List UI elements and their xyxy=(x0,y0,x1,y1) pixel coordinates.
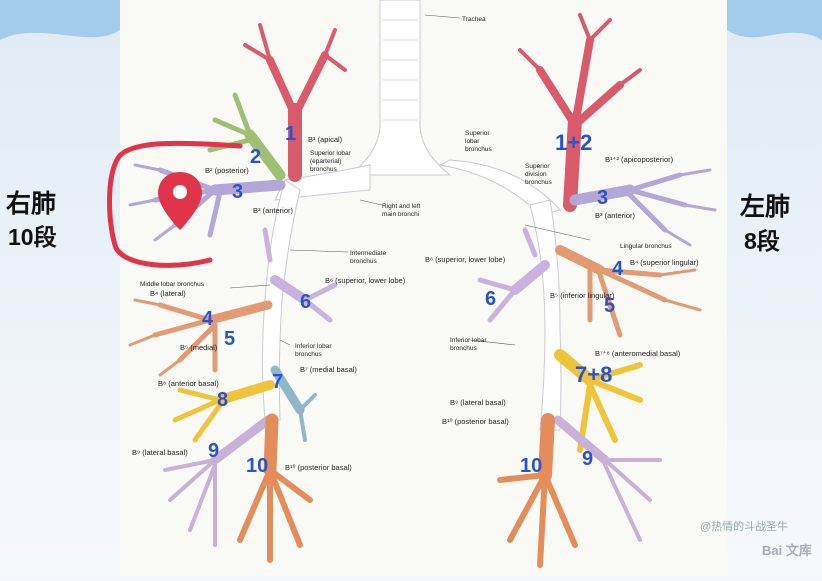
map-pin-icon xyxy=(158,172,202,230)
left-seg-number-4: 4 xyxy=(612,258,624,280)
left-anterior-branch xyxy=(569,168,717,247)
right-background xyxy=(727,0,822,576)
right-seg-name-2: B² (posterior) xyxy=(205,166,249,175)
left-seg-name-1-2: B¹⁺² (apicoposterior) xyxy=(605,155,674,164)
left-lateral-basal-branch xyxy=(553,415,662,542)
left-seg-number-5: 5 xyxy=(604,295,615,317)
left-segment-numbers: 1+2 3 4 5 6 7+8 9 10 xyxy=(485,130,624,477)
right-seg-number-9: 9 xyxy=(208,440,219,462)
right-lung-segments: 8段 xyxy=(744,228,780,254)
wave-decoration-left xyxy=(0,0,120,40)
left-lung-segments: 10段 xyxy=(8,224,57,250)
right-lateral-basal-branch xyxy=(163,415,273,547)
left-seg-number-6: 6 xyxy=(485,288,496,310)
right-anterior-basal-branch xyxy=(172,380,275,443)
left-seg-name-3: B³ (anterior) xyxy=(595,211,636,220)
left-segment-names: B¹⁺² (apicoposterior) B³ (anterior) B⁴ (… xyxy=(425,155,699,426)
leader-lines xyxy=(229,14,591,346)
middle-lobar-label: Middle lobar bronchus xyxy=(140,281,205,288)
superior-lobar-right-label: Superior lobar(eparterial)bronchus xyxy=(310,150,352,173)
right-seg-name-6: B⁶ (superior, lower lobe) xyxy=(325,276,406,285)
right-seg-number-5: 5 xyxy=(224,328,235,350)
right-seg-number-1: 1 xyxy=(285,123,296,145)
right-posterior-basal-branch xyxy=(237,413,313,563)
watermark: @热情的斗战圣牛 xyxy=(700,521,789,533)
right-seg-number-7: 7 xyxy=(272,371,283,393)
left-anteromedial-basal-branch xyxy=(554,349,643,453)
highlight-bracket xyxy=(107,140,243,268)
right-seg-name-5: B⁵ (medial) xyxy=(180,343,218,352)
right-superior-lower-branch xyxy=(262,227,338,323)
right-seg-name-3: B³ (anterior) xyxy=(253,206,294,215)
left-seg-number-7-8: 7+8 xyxy=(575,362,612,387)
left-seg-number-10: 10 xyxy=(520,455,542,477)
left-main-bronchus xyxy=(438,159,562,431)
right-seg-number-4: 4 xyxy=(202,308,214,330)
right-apical-branch xyxy=(243,23,347,182)
right-seg-name-4: B⁴ (lateral) xyxy=(150,289,186,298)
right-seg-name-8: B⁸ (anterior basal) xyxy=(158,379,219,388)
right-segment-numbers: 1 2 3 4 5 6 7 8 9 10 xyxy=(202,123,311,477)
left-seg-name-7-8: B⁷⁺⁸ (anteromedial basal) xyxy=(595,349,681,358)
right-seg-number-3: 3 xyxy=(232,181,243,203)
left-background xyxy=(0,0,120,576)
right-seg-number-10: 10 xyxy=(246,455,268,477)
left-seg-name-6: B⁶ (superior, lower lobe) xyxy=(425,255,506,264)
right-seg-number-6: 6 xyxy=(300,291,311,313)
left-seg-number-1-2: 1+2 xyxy=(555,130,592,155)
lingular-bronchus-label: Lingular bronchus xyxy=(620,243,672,250)
baidu-logo: Bai 文库 xyxy=(762,543,812,558)
highlight-annotation xyxy=(107,140,243,268)
left-seg-name-9: B⁹ (lateral basal) xyxy=(450,398,506,407)
left-seg-number-9: 9 xyxy=(582,448,593,470)
trachea xyxy=(348,0,452,176)
right-lung-title: 左肺 xyxy=(740,193,791,221)
trachea-label: Trachea xyxy=(462,16,486,23)
left-seg-name-4: B⁴ (superior lingular) xyxy=(630,258,699,267)
right-seg-name-10: B¹⁰ (posterior basal) xyxy=(285,463,352,472)
left-lung-title: 右肺 xyxy=(6,190,57,218)
right-seg-number-2: 2 xyxy=(250,146,261,168)
left-seg-name-5: B⁵ (inferior lingular) xyxy=(550,291,615,300)
right-seg-name-9: B⁹ (lateral basal) xyxy=(132,448,188,457)
right-middle-lobe-branch xyxy=(128,298,273,377)
left-lingula-branch xyxy=(555,245,702,338)
right-seg-name-1: B¹ (apical) xyxy=(308,135,343,144)
left-superior-lower-branch xyxy=(477,227,550,323)
wave-decoration-right xyxy=(727,0,822,40)
right-segment-names: B¹ (apical) B² (posterior) B³ (anterior)… xyxy=(132,135,406,472)
right-medial-basal-branch xyxy=(270,365,317,442)
left-seg-name-10: B¹⁰ (posterior basal) xyxy=(442,417,509,426)
left-seg-number-3: 3 xyxy=(597,187,608,209)
right-seg-number-8: 8 xyxy=(217,389,228,411)
left-posterior-basal-branch xyxy=(497,413,578,568)
left-apicoposterior-branch xyxy=(518,13,642,212)
right-seg-name-7: B⁷ (medial basal) xyxy=(300,365,357,374)
